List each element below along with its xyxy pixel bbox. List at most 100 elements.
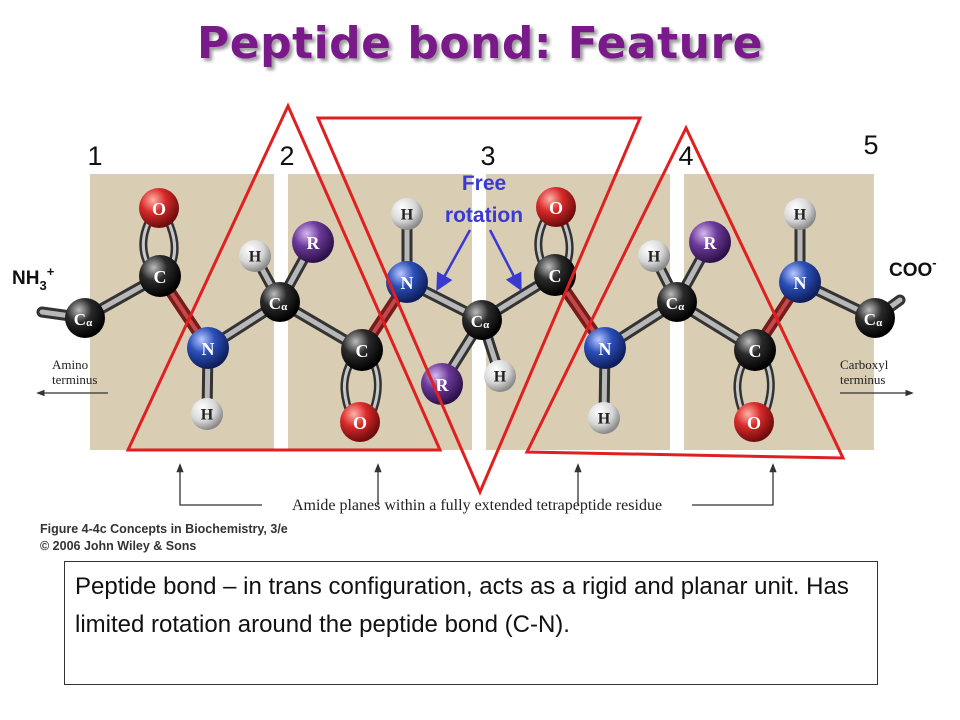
section-numbers: 1 2 3 4 5 bbox=[87, 130, 878, 171]
atoms: O O O O N N N N C C C C Cα Cα Cα Cα Cα H… bbox=[65, 187, 895, 442]
atom-label: O bbox=[353, 413, 367, 433]
arrow-to-n bbox=[436, 229, 472, 292]
page-title: Peptide bond: Feature bbox=[196, 18, 764, 69]
atom-label: R bbox=[436, 375, 450, 395]
svg-text:COO-: COO- bbox=[889, 255, 937, 281]
atom-label: C bbox=[666, 294, 678, 313]
hydrogen-atom: H bbox=[784, 198, 816, 230]
triangle-rotation-3 bbox=[315, 116, 643, 496]
atom-label: C bbox=[356, 341, 369, 361]
alpha-carbon-atom: Cα bbox=[657, 282, 697, 322]
atom-label: C bbox=[154, 267, 167, 287]
atom-label: O bbox=[747, 413, 761, 433]
atom-label: C bbox=[471, 312, 483, 331]
carbon-atom: C bbox=[139, 255, 181, 297]
atom-label: H bbox=[794, 207, 807, 224]
nitrogen-atom: N bbox=[386, 261, 428, 303]
nitrogen-atom: N bbox=[779, 261, 821, 303]
oxygen-atom: O bbox=[340, 402, 380, 442]
atom-label: N bbox=[794, 273, 807, 293]
section-number-5: 5 bbox=[863, 130, 878, 160]
description-text: Peptide bond – in trans configuration, a… bbox=[75, 573, 849, 638]
atom-label: C bbox=[269, 294, 281, 313]
oxygen-atom: O bbox=[536, 187, 576, 227]
svg-text:Cα: Cα bbox=[471, 312, 490, 332]
r-group-atom: R bbox=[292, 221, 334, 263]
atom-label: C bbox=[74, 310, 86, 329]
oxygen-atom: O bbox=[139, 188, 179, 228]
atom-label: R bbox=[307, 233, 321, 253]
alpha-label: α bbox=[281, 301, 288, 313]
r-group-atom: R bbox=[689, 221, 731, 263]
atom-label: R bbox=[704, 233, 718, 253]
nh3-superscript: + bbox=[47, 264, 55, 279]
terminus-labels: Amino terminus Carboxyl terminus bbox=[52, 357, 889, 387]
nitrogen-atom: N bbox=[187, 327, 229, 369]
hydrogen-atom: H bbox=[391, 198, 423, 230]
atom-label: N bbox=[599, 339, 612, 359]
section-number-2: 2 bbox=[279, 141, 294, 171]
alpha-carbon-atom: Cα bbox=[855, 298, 895, 338]
free-rotation-annotation: Free rotation bbox=[445, 172, 523, 227]
carbon-atom: C bbox=[534, 254, 576, 296]
atom-label: O bbox=[549, 198, 563, 218]
oxygen-atom: O bbox=[734, 402, 774, 442]
atom-label: C bbox=[864, 310, 876, 329]
alpha-label: α bbox=[678, 301, 685, 313]
atom-label: H bbox=[494, 369, 507, 386]
coo-label: COO- bbox=[889, 255, 937, 281]
nh3-text: NH bbox=[12, 268, 39, 289]
triangle-plane-2 bbox=[125, 102, 443, 452]
alpha-label: α bbox=[86, 317, 93, 329]
section-number-1: 1 bbox=[87, 141, 102, 171]
nitrogen-atom: N bbox=[584, 327, 626, 369]
atom-label: O bbox=[152, 199, 166, 219]
carbon-atom: C bbox=[341, 329, 383, 371]
carbon-atom: C bbox=[734, 329, 776, 371]
free-label: Free bbox=[462, 172, 506, 195]
atom-label: H bbox=[648, 249, 661, 266]
amino-terminus-line1: Amino bbox=[52, 357, 88, 372]
triangle-plane-4 bbox=[524, 124, 846, 460]
amide-plane-label: Amide planes within a fully extended tet… bbox=[292, 497, 662, 514]
description-box: Peptide bond – in trans configuration, a… bbox=[64, 561, 878, 685]
section-number-3: 3 bbox=[480, 141, 495, 171]
amino-terminus-line2: terminus bbox=[52, 372, 98, 387]
nh3-label: NH3+ bbox=[12, 264, 55, 293]
free-rotation-arrows bbox=[436, 229, 522, 292]
arrow-to-c bbox=[488, 229, 522, 292]
rotation-label: rotation bbox=[445, 204, 523, 227]
hydrogen-atom: H bbox=[239, 240, 271, 272]
alpha-label: α bbox=[876, 317, 883, 329]
alpha-carbon-atom: Cα bbox=[65, 298, 105, 338]
alpha-label: α bbox=[483, 319, 490, 331]
amide-plane-bracket bbox=[176, 463, 777, 506]
coo-superscript: - bbox=[932, 255, 936, 270]
nh3-subscript: 3 bbox=[39, 278, 46, 293]
r-group-atom: R bbox=[421, 363, 463, 405]
hydrogen-atom: H bbox=[484, 360, 516, 392]
svg-text:Cα: Cα bbox=[269, 294, 288, 314]
atom-label: H bbox=[598, 411, 611, 428]
carboxyl-terminus-line1: Carboxyl bbox=[840, 357, 889, 372]
alpha-carbon-atom: Cα bbox=[260, 282, 300, 322]
svg-text:Cα: Cα bbox=[74, 310, 93, 330]
section-number-4: 4 bbox=[678, 141, 693, 171]
svg-text:NH3+: NH3+ bbox=[12, 264, 55, 293]
hydrogen-atom: H bbox=[638, 240, 670, 272]
atom-label: H bbox=[201, 407, 214, 424]
atom-label: H bbox=[249, 249, 262, 266]
figure-caption-line1: Figure 4-4c Concepts in Biochemistry, 3/… bbox=[40, 522, 288, 536]
svg-text:Cα: Cα bbox=[666, 294, 685, 314]
amide-plane-triangles bbox=[125, 102, 846, 496]
alpha-carbon-atom: Cα bbox=[462, 300, 502, 340]
svg-text:Cα: Cα bbox=[864, 310, 883, 330]
coo-text: COO bbox=[889, 260, 932, 281]
atom-label: H bbox=[401, 207, 414, 224]
atom-label: C bbox=[749, 341, 762, 361]
atom-label: C bbox=[549, 266, 562, 286]
carboxyl-terminus-line2: terminus bbox=[840, 372, 886, 387]
atom-label: N bbox=[202, 339, 215, 359]
atom-label: N bbox=[401, 273, 414, 293]
